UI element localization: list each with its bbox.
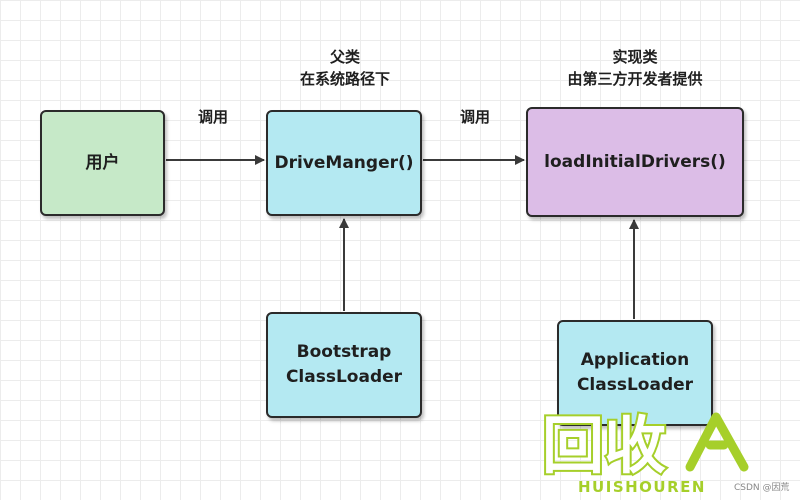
watermark-logo: 回收 xyxy=(540,407,749,480)
caption-implementation-class: 实现类 由第三方开发者提供 xyxy=(535,46,735,90)
watermark-brand: HUISHOUREN xyxy=(578,478,706,496)
node-user-label: 用户 xyxy=(85,152,120,173)
node-load-initial-drivers: loadInitialDrivers() xyxy=(526,107,744,217)
watermark-credit: CSDN @因荒 xyxy=(734,483,790,493)
caption-parent-class: 父类 在系统路径下 xyxy=(270,46,420,90)
edge-label-call-1: 调用 xyxy=(197,108,228,126)
node-drive-manager: DriveManger() xyxy=(266,110,422,216)
node-bootstrap-classloader: Bootstrap ClassLoader xyxy=(266,312,422,418)
caption-impl-text: 实现类 由第三方开发者提供 xyxy=(567,48,703,88)
watermark-logo-text: 回收 xyxy=(542,409,666,480)
edge-label-call-2: 调用 xyxy=(459,108,490,126)
node-user: 用户 xyxy=(40,110,165,216)
node-application-classloader-label: Application ClassLoader xyxy=(576,350,694,395)
node-load-initial-drivers-label: loadInitialDrivers() xyxy=(544,151,726,172)
watermark-person-icon xyxy=(685,412,749,472)
node-bootstrap-classloader-label: Bootstrap ClassLoader xyxy=(285,342,403,387)
node-drive-manager-label: DriveManger() xyxy=(274,152,414,173)
caption-parent-text: 父类 在系统路径下 xyxy=(299,48,390,88)
node-application-classloader: Application ClassLoader xyxy=(557,320,713,426)
